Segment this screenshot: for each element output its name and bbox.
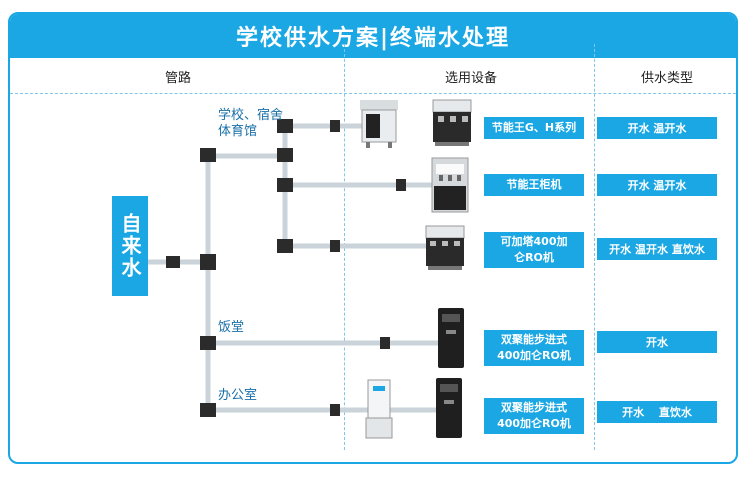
water-type-row-3: 开水 温开水 直饮水	[597, 238, 717, 260]
valve-main	[166, 256, 180, 268]
joint-office-elbow	[200, 403, 216, 417]
valve-row-1	[330, 120, 340, 132]
valve-row-5	[330, 404, 340, 416]
dispenser-row-5a	[365, 379, 393, 439]
dispenser-row-1b	[432, 99, 472, 146]
water-type-row-5: 开水 直饮水	[597, 401, 717, 423]
dispenser-row-1a	[360, 100, 398, 148]
joint-canteen-tee	[200, 336, 216, 350]
dispenser-row-4	[438, 308, 464, 368]
dispenser-row-5b	[436, 378, 462, 438]
column-header-pipes: 管路	[164, 70, 191, 86]
joint-main-tee	[200, 254, 216, 270]
equipment-label-row-5: 双聚能步进式 400加仑RO机	[484, 398, 584, 434]
tap-water-source: 自来水	[112, 196, 148, 296]
water-type-row-1: 开水 温开水	[597, 117, 717, 139]
branch-label-school: 学校、宿舍 体育馆	[218, 108, 284, 139]
equipment-label-row-1: 节能王G、H系列	[484, 117, 584, 139]
joint-school-tee	[277, 148, 293, 162]
equipment-label-row-2: 节能王柜机	[484, 174, 584, 196]
equipment-label-row-3: 可加塔400加 仑RO机	[484, 232, 584, 268]
branch-label-office: 办公室	[218, 388, 258, 403]
joint-row-1-elbow	[277, 119, 293, 133]
valve-row-2	[396, 179, 406, 191]
column-header-equipment: 选用设备	[444, 70, 497, 86]
equipment-label-row-4: 双聚能步进式 400加仑RO机	[484, 330, 584, 366]
valve-row-3	[330, 240, 340, 252]
dispenser-row-2	[431, 157, 469, 213]
column-header-row: 管路 选用设备 供水类型	[10, 58, 736, 94]
joint-row-3-elbow	[277, 239, 293, 253]
joint-row-2-tee	[277, 178, 293, 192]
column-divider-2	[594, 44, 595, 450]
water-type-row-2: 开水 温开水	[597, 174, 717, 196]
valve-row-4	[380, 337, 390, 349]
dispenser-row-3	[425, 225, 465, 270]
joint-school-elbow	[200, 148, 216, 162]
water-type-row-4: 开水	[597, 331, 717, 353]
branch-label-canteen: 饭堂	[218, 320, 245, 335]
page-title: 学校供水方案|终端水处理	[10, 14, 736, 58]
column-header-water-type: 供水类型	[640, 70, 693, 86]
